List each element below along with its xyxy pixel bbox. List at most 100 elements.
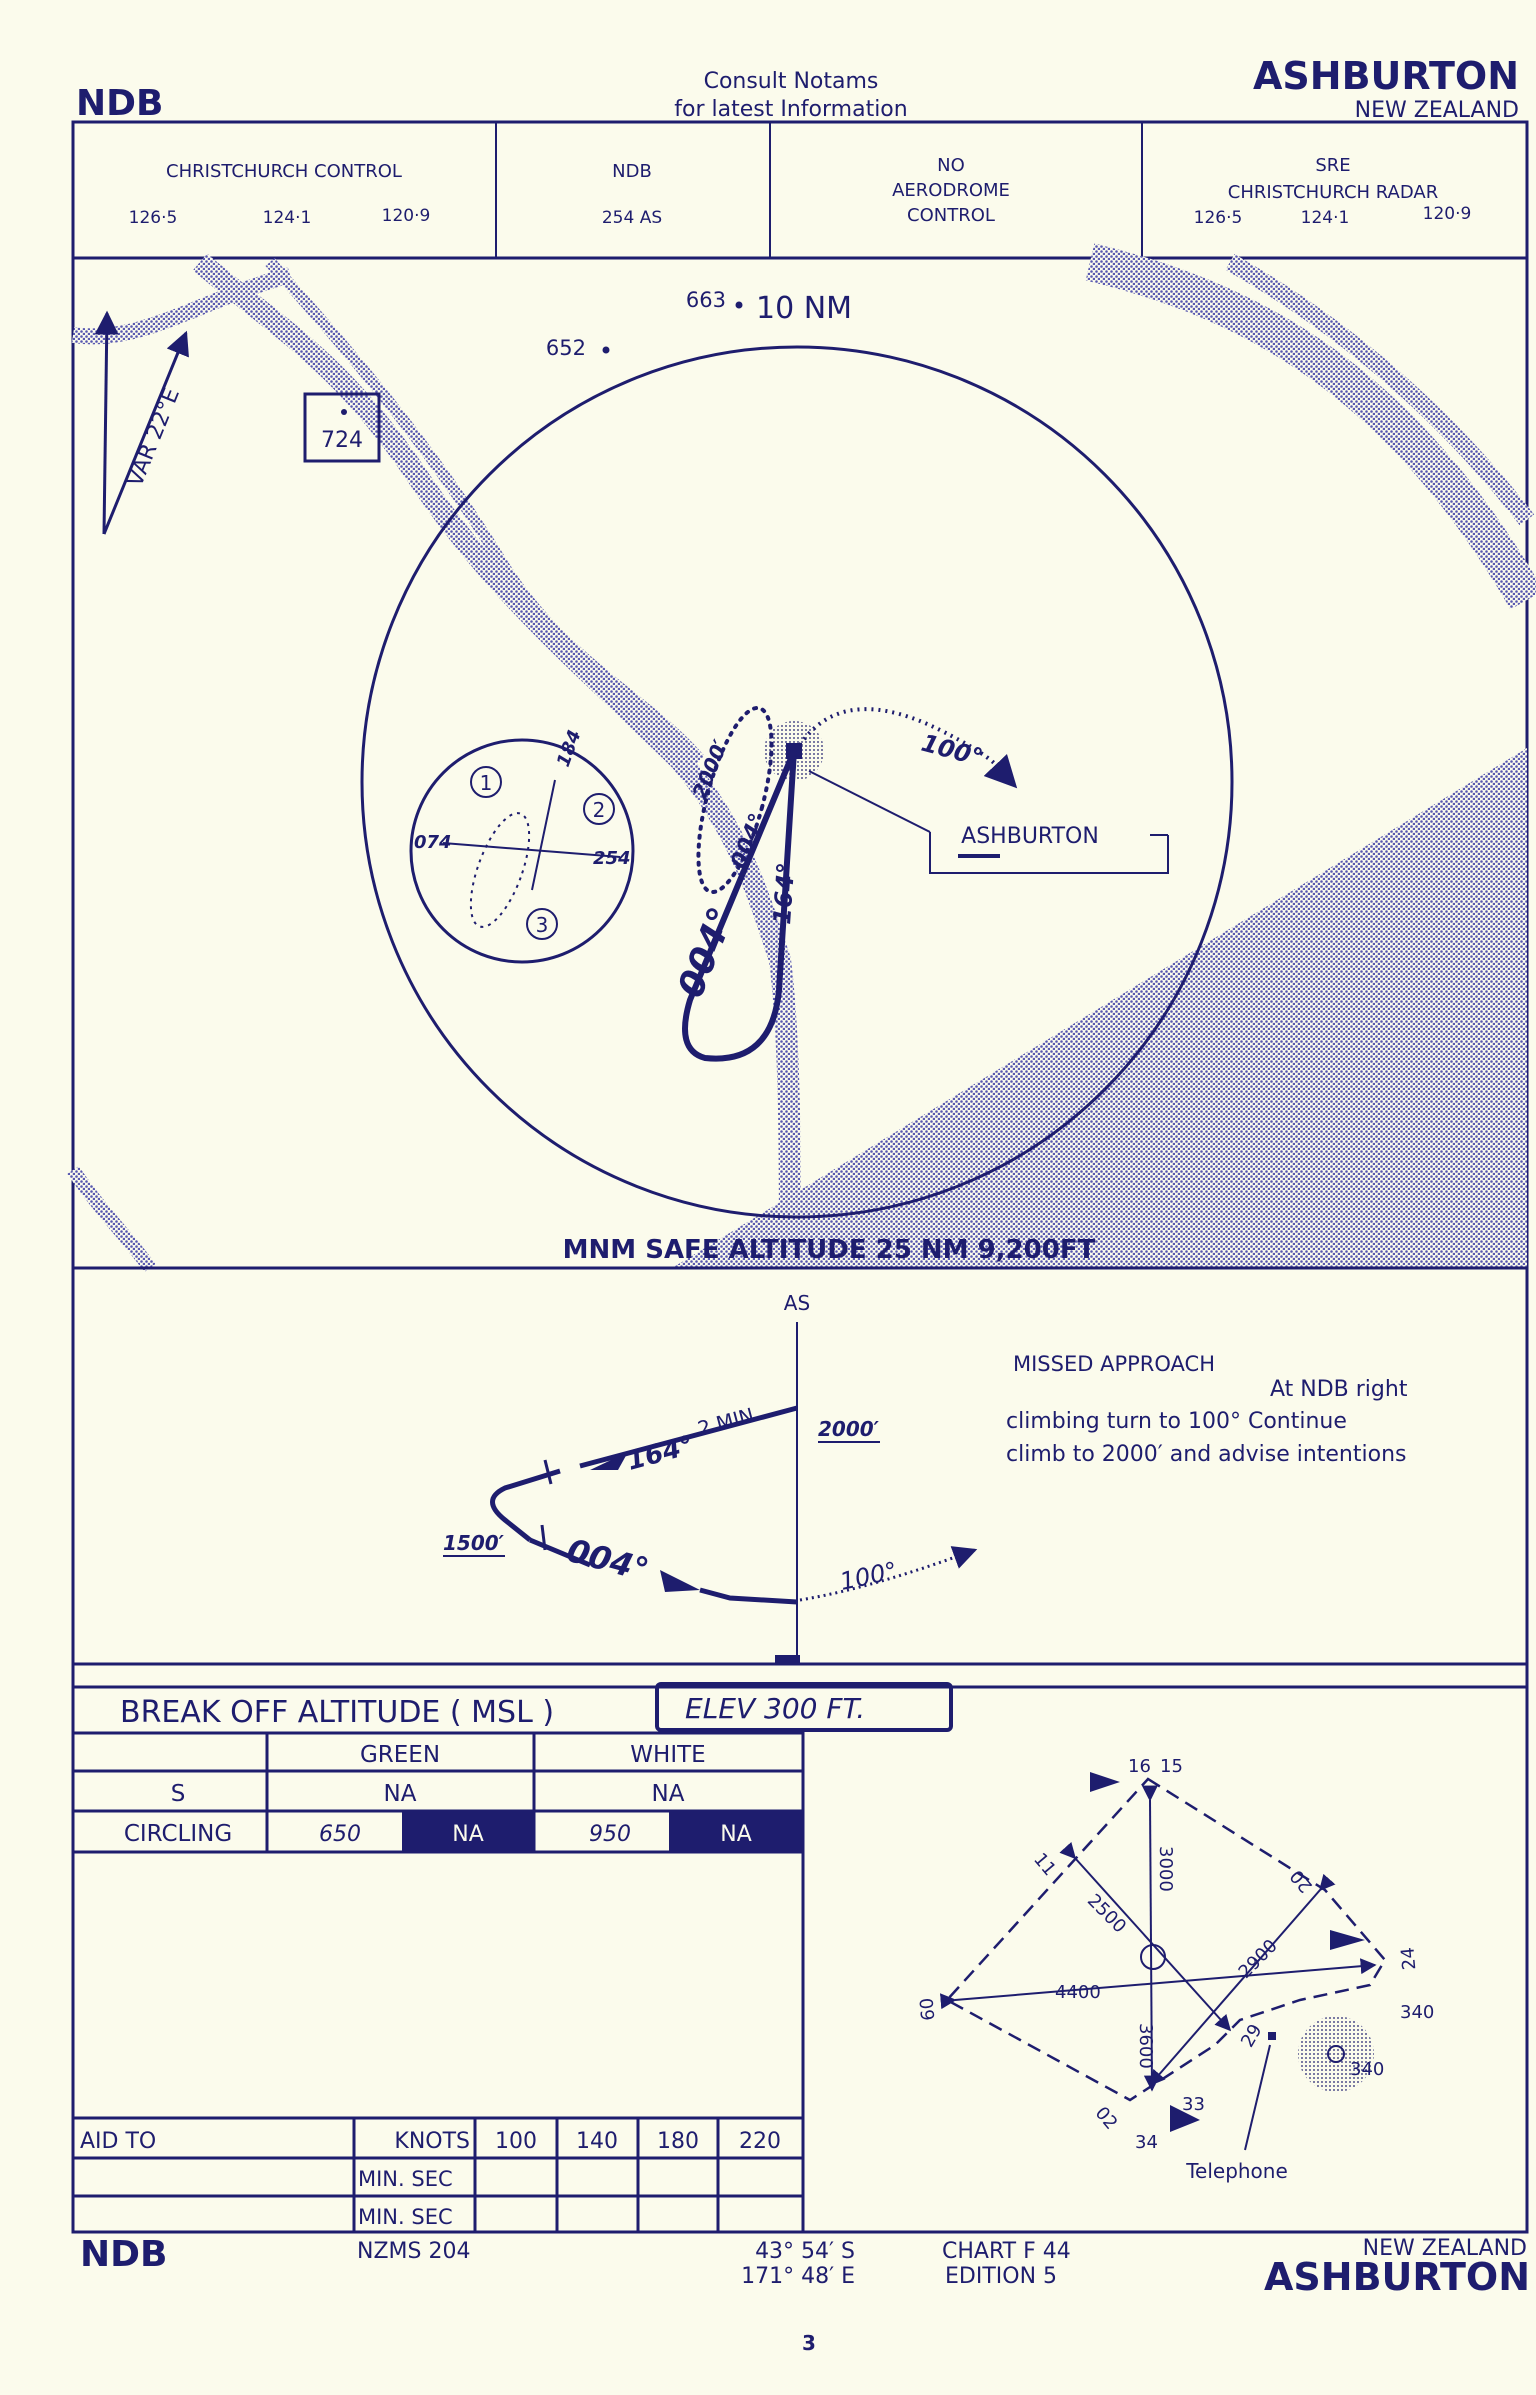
telephone-leader (1244, 2044, 1271, 2151)
row-label-straight-in: S (171, 1781, 186, 1807)
row-label-circling: CIRCLING (124, 1821, 232, 1847)
ndb-label-box (929, 832, 1169, 874)
minima-value-na: NA (720, 1822, 752, 1847)
elevation-box (655, 1682, 953, 1732)
ndb-ground-marker (775, 1655, 800, 1664)
inset-axis (442, 842, 621, 858)
ndb-frequency: 340 (1350, 2059, 1384, 2080)
altitude-1500: 1500′ (443, 1531, 505, 1555)
missed-approach-text: At NDB right (1270, 1377, 1408, 1402)
bearing-label: 074 (414, 832, 452, 853)
profile-inbound (529, 1537, 798, 1605)
speed-header: 220 (739, 2129, 781, 2154)
spot-height-724: 724 (321, 428, 363, 453)
aerodrome-line: NO (937, 155, 965, 176)
runway-length: 3600 (1135, 2023, 1156, 2069)
minima-value: 650 (319, 1822, 361, 1847)
column-green: GREEN (360, 1742, 440, 1768)
minima-table: BREAK OFF ALTITUDE ( MSL ) ELEV 300 FT. … (73, 1682, 953, 2232)
timing-table: AID TO KNOTS 100 140 180 220 MIN. SEC MI… (73, 2116, 803, 2232)
wind-indicator (1090, 1772, 1120, 1792)
river (71, 267, 293, 345)
aerodrome-diagram: 16 15 11 20 24 09 02 34 33 29 3000 2500 … (914, 1756, 1434, 2183)
river (1085, 243, 1536, 610)
aerodrome-line: CONTROL (907, 205, 995, 226)
aerodrome-line: AERODROME (892, 180, 1010, 201)
ndb-frequency: 340 (1400, 2002, 1434, 2023)
ndb-center (1327, 2045, 1345, 2063)
runway-end: 16 (1128, 1756, 1151, 1777)
direction-arrow (660, 1570, 700, 1592)
spot-height-dot (341, 409, 347, 415)
time-unit-label: MIN. SEC (358, 2167, 453, 2191)
river (192, 253, 801, 1269)
coastline-sea (672, 748, 1527, 1268)
country-title: NEW ZEALAND (1355, 98, 1519, 123)
procedure-title: NDB (76, 83, 163, 124)
range-ring-10nm (360, 345, 1234, 1219)
inset-circle (409, 738, 635, 964)
tick-mark (540, 1524, 547, 1551)
profile-missed-label: 100° (837, 1556, 899, 1595)
location-title: ASHBURTON (1253, 54, 1519, 98)
range-ring-label: 10 NM (756, 291, 852, 326)
comms-radar: SRE CHRISTCHURCH RADAR 126·5 124·1 120·9 (1194, 155, 1472, 228)
plan-view: VAR 22°E 724 652 663 10 NM 1 2 3 184 074… (67, 243, 1536, 1273)
profile-outbound (490, 1405, 798, 1542)
tick-mark (543, 1459, 553, 1485)
radar-freq: 120·9 (1423, 204, 1472, 224)
magnetic-north-arrow (102, 330, 189, 535)
column-white: WHITE (630, 1742, 705, 1768)
runway-end: 29 (1237, 2021, 1267, 2051)
edition: EDITION 5 (945, 2264, 1057, 2289)
page-number: 3 (802, 2331, 816, 2355)
runway-end: 20 (1286, 1865, 1317, 1896)
profile-fix-label: AS (784, 1291, 810, 1315)
direction-arrow (590, 1452, 628, 1470)
inset-axis (531, 779, 556, 891)
footer-procedure: NDB (80, 2234, 167, 2275)
comms-aerodrome: NO AERODROME CONTROL (892, 155, 1010, 226)
variation-label: VAR 22°E (123, 385, 185, 491)
wind-indicator (1330, 1930, 1365, 1950)
runway-end: 11 (1029, 1849, 1060, 1880)
entry-sector-inset: 1 2 3 184 074 254 (409, 727, 635, 964)
telephone-label: Telephone (1185, 2159, 1288, 2183)
altitude-2000: 2000′ (818, 1417, 880, 1441)
ndb-label: ASHBURTON (961, 824, 1099, 849)
runway-end: 02 (1091, 2103, 1122, 2134)
spot-height-dot (602, 346, 610, 354)
profile-view: AS 2000′ 2 MIN 164° 1500′ 004° 100° MISS… (443, 1291, 1408, 1664)
missed-approach-profile (799, 1546, 978, 1602)
sector-marker (583, 793, 615, 825)
runway-11-29 (1059, 1841, 1232, 2032)
na-cell-bg (669, 1811, 803, 1852)
wind-indicator (1170, 2105, 1200, 2132)
sector-marker (470, 766, 502, 798)
minima-value-na: NA (452, 1822, 484, 1847)
missed-approach-text: climbing turn to 100° Continue (1006, 1409, 1347, 1434)
missed-approach-title: MISSED APPROACH (1013, 1352, 1215, 1376)
inbound-track-label: 004° (670, 902, 743, 1004)
speed-header: 180 (657, 2129, 699, 2154)
comms-ndb: NDB 254 AS (602, 161, 662, 228)
time-unit-label: MIN. SEC (358, 2205, 453, 2229)
river (265, 258, 705, 764)
profile-outbound-label: 164° (624, 1430, 697, 1476)
notice-line1: Consult Notams (704, 69, 879, 94)
runway-length: 3000 (1155, 1846, 1176, 1892)
bearing-label: 184 (553, 727, 586, 769)
control-freq: 120·9 (382, 206, 431, 226)
runway-end: 09 (914, 1997, 937, 2022)
sector-marker (526, 908, 558, 940)
radar-line: CHRISTCHURCH RADAR (1228, 182, 1438, 203)
comms-control: CHRISTCHURCH CONTROL 126·5 124·1 120·9 (129, 161, 431, 228)
map-reference: NZMS 204 (357, 2239, 470, 2264)
runway-end: 34 (1135, 2132, 1158, 2153)
control-freq: 124·1 (263, 208, 312, 228)
river (1225, 254, 1535, 526)
runway-length: 2500 (1083, 1890, 1130, 1937)
profile-inbound-label: 004° (563, 1531, 653, 1589)
bearing-label: 254 (593, 848, 631, 869)
